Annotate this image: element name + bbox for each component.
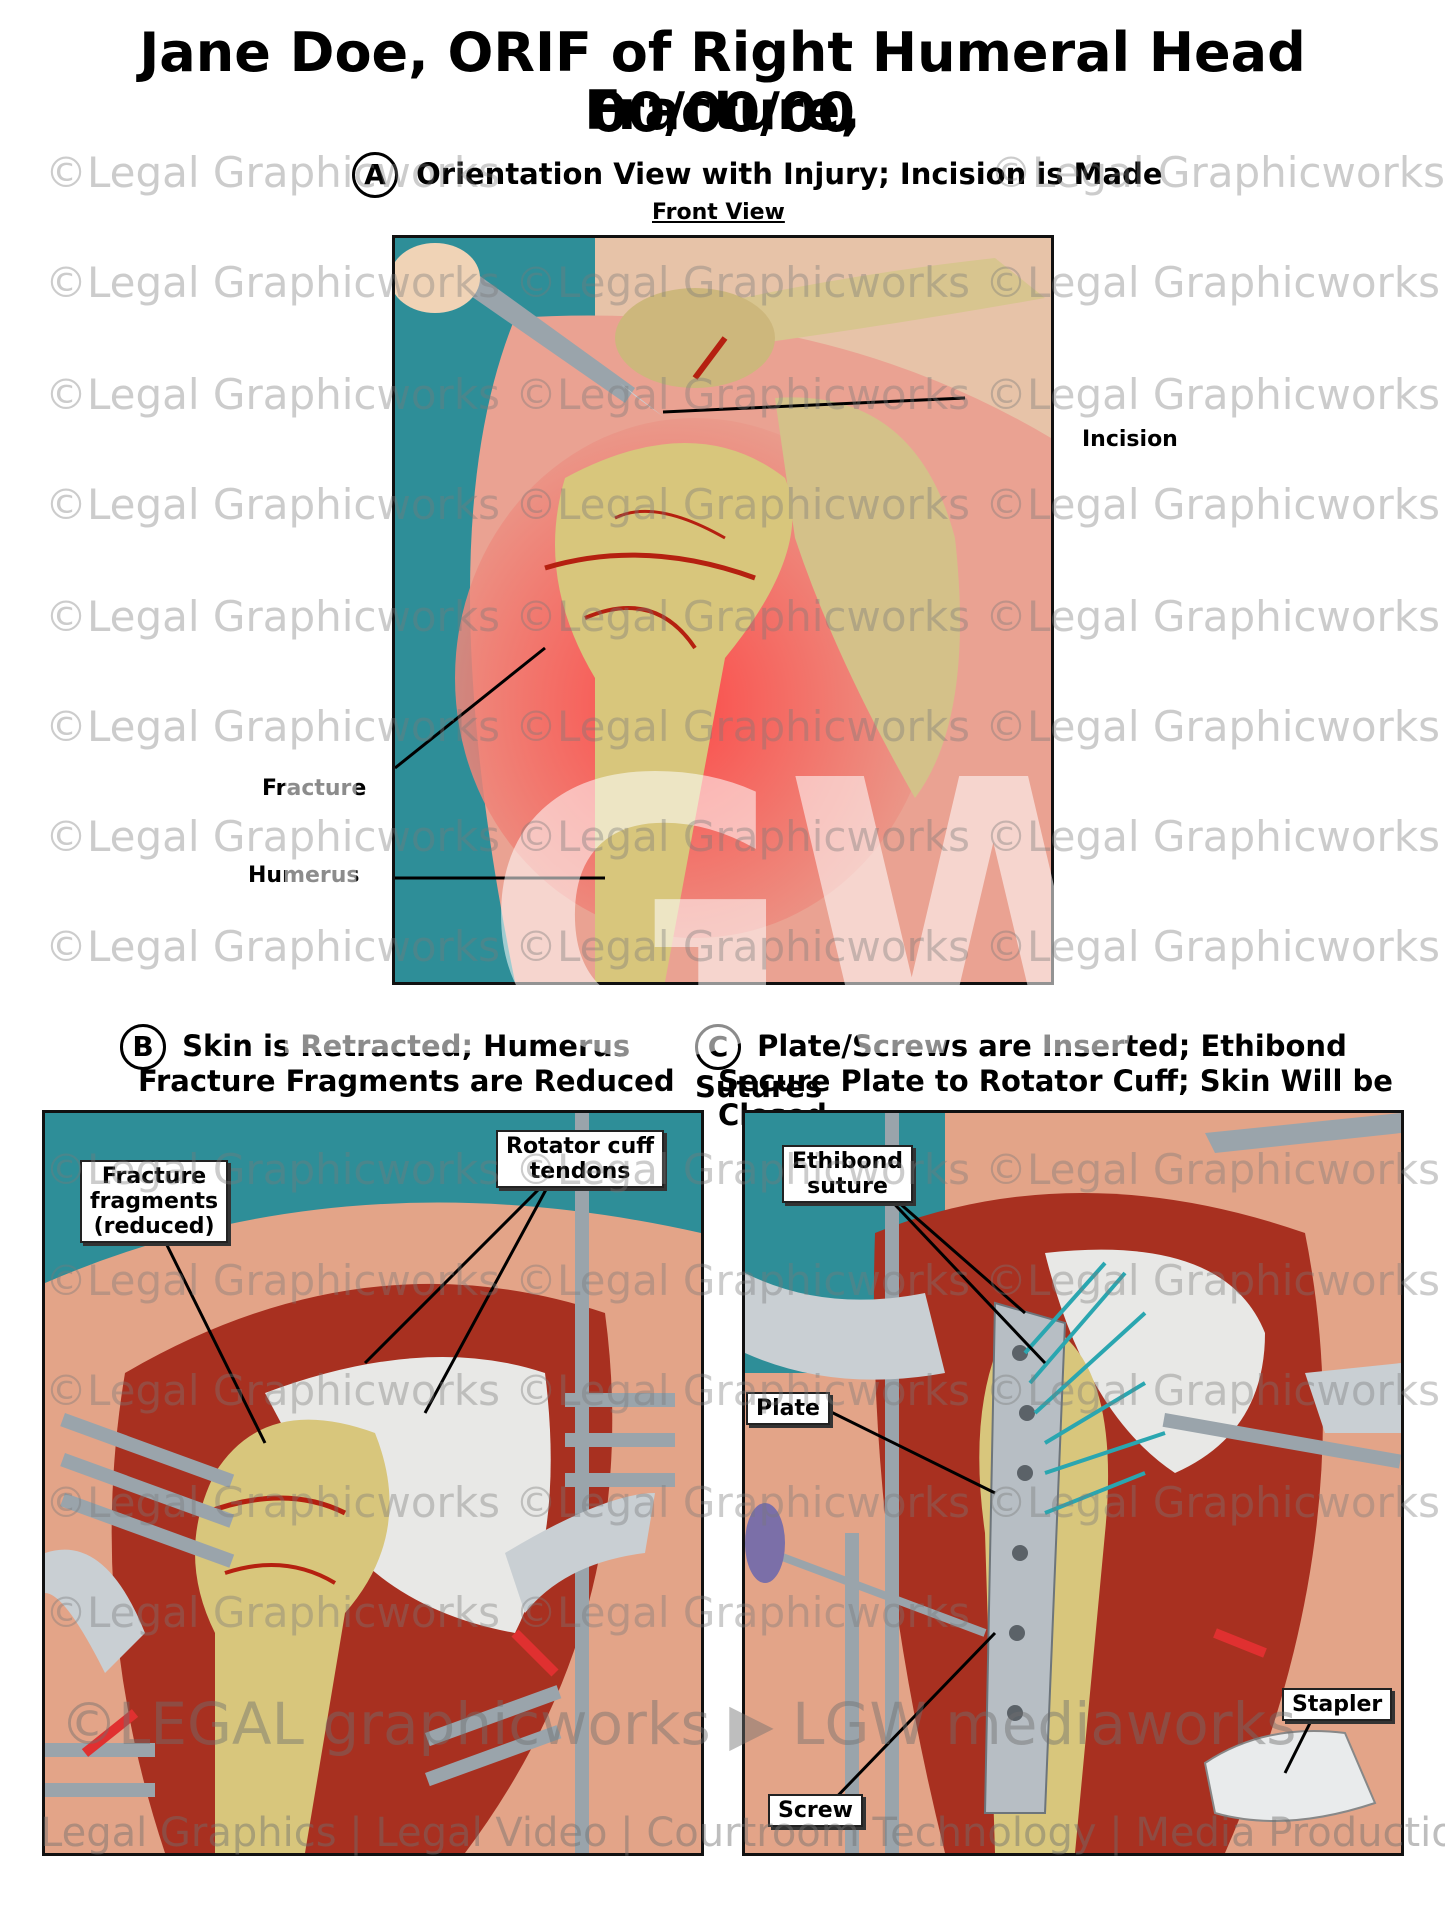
panel-c-letter: C [695, 1024, 741, 1070]
watermark-text: ©Legal Graphicworks [45, 370, 501, 419]
panel-a-letter: A [352, 152, 398, 198]
label-fracture: Fracture [262, 776, 367, 801]
label-fracture-fragments-line1: Fracture [101, 1164, 207, 1189]
panel-a-heading: Orientation View with Injury; Incision i… [416, 157, 1163, 191]
label-fracture-fragments: Fracture fragments (reduced) [80, 1160, 229, 1243]
watermark-text: ©Legal Graphicworks [515, 1588, 971, 1637]
panel-b-heading-line1: Skin is Retracted; Humerus [182, 1029, 631, 1063]
footer-watermark-services: Legal Graphics | Legal Video | Courtroom… [40, 1810, 1445, 1856]
label-rotator-cuff-line2: tendons [529, 1159, 631, 1184]
watermark-text: ©Legal Graphicworks [985, 922, 1441, 971]
panel-a-heading-row: A Orientation View with Injury; Incision… [352, 152, 1163, 198]
watermark-text: ©Legal Graphicworks [515, 592, 971, 641]
watermark-text: ©Legal Graphicworks [985, 258, 1441, 307]
watermark-text: ©Legal Graphicworks [985, 1478, 1441, 1527]
watermark-text: ©Legal Graphicworks [515, 812, 971, 861]
watermark-text: ©Legal Graphicworks [45, 1588, 501, 1637]
watermark-text: ©Legal Graphicworks [45, 1145, 501, 1194]
panel-b-letter: B [120, 1024, 166, 1070]
label-rotator-cuff: Rotator cuff tendons [496, 1130, 665, 1188]
watermark-text: ©Legal Graphicworks [515, 1256, 971, 1305]
label-screw: Screw [768, 1794, 863, 1827]
panel-c-heading-row: C Plate/Screws are Inserted; Ethibond Su… [695, 1024, 1445, 1104]
label-fracture-fragments-line3: (reduced) [93, 1214, 215, 1239]
watermark-text: ©Legal Graphicworks [985, 370, 1441, 419]
watermark-text: ©Legal Graphicworks [985, 592, 1441, 641]
label-rotator-cuff-line1: Rotator cuff [506, 1134, 655, 1159]
label-ethibond-suture-line1: Ethibond [792, 1149, 904, 1174]
panel-b-heading-line2: Fracture Fragments are Reduced [138, 1064, 675, 1098]
watermark-text: ©Legal Graphicworks [45, 1366, 501, 1415]
watermark-text: ©Legal Graphicworks [985, 812, 1441, 861]
watermark-text: ©Legal Graphicworks [45, 258, 501, 307]
watermark-text: ©Legal Graphicworks [45, 148, 501, 197]
watermark-text: ©Legal Graphicworks [45, 812, 501, 861]
watermark-text: ©Legal Graphicworks [45, 1478, 501, 1527]
lgw-logo-watermark: LGW [250, 700, 1203, 1143]
page-title-date: 00/00/00 [590, 81, 855, 144]
watermark-text: ©Legal Graphicworks [515, 1478, 971, 1527]
label-humerus: Humerus [248, 863, 360, 888]
watermark-text: ©Legal Graphicworks [985, 1145, 1441, 1194]
watermark-text: ©Legal Graphicworks [515, 702, 971, 751]
label-stapler: Stapler [1282, 1688, 1393, 1721]
watermark-text: ©Legal Graphicworks [45, 702, 501, 751]
watermark-text: ©Legal Graphicworks [985, 1366, 1441, 1415]
watermark-text: ©Legal Graphicworks [45, 1256, 501, 1305]
label-ethibond-suture: Ethibond suture [782, 1145, 914, 1203]
watermark-text: ©Legal Graphicworks [515, 1145, 971, 1194]
watermark-text: ©Legal Graphicworks [990, 148, 1445, 197]
page-title: Jane Doe, ORIF of Right Humeral Head Fra… [139, 21, 1306, 142]
watermark-text: ©Legal Graphicworks [515, 922, 971, 971]
watermark-text: ©Legal Graphicworks [985, 480, 1441, 529]
watermark-text: ©Legal Graphicworks [515, 258, 971, 307]
watermark-text: ©Legal Graphicworks [515, 480, 971, 529]
footer-watermark-brands: ©LEGAL graphicworks ▶ LGW mediaworks [60, 1690, 1297, 1758]
panel-c-illustration [742, 1110, 1404, 1856]
watermark-text: ©Legal Graphicworks [45, 480, 501, 529]
label-incision: Incision [1082, 427, 1178, 452]
watermark-text: ©Legal Graphicworks [45, 922, 501, 971]
label-plate: Plate [746, 1392, 830, 1425]
label-fracture-fragments-line2: fragments [90, 1189, 219, 1214]
watermark-text: ©Legal Graphicworks [985, 1256, 1441, 1305]
panel-c-heading-line1: Plate/Screws are Inserted; Ethibond Sutu… [695, 1029, 1347, 1104]
watermark-text: ©Legal Graphicworks [515, 370, 971, 419]
label-ethibond-suture-line2: suture [807, 1174, 888, 1199]
watermark-text: ©Legal Graphicworks [515, 1366, 971, 1415]
watermark-text: ©Legal Graphicworks [985, 702, 1441, 751]
panel-a-illustration [392, 235, 1054, 985]
panel-b-heading-row: B Skin is Retracted; Humerus [120, 1024, 630, 1070]
panel-a-subheading: Front View [652, 200, 785, 225]
watermark-text: ©Legal Graphicworks [45, 592, 501, 641]
